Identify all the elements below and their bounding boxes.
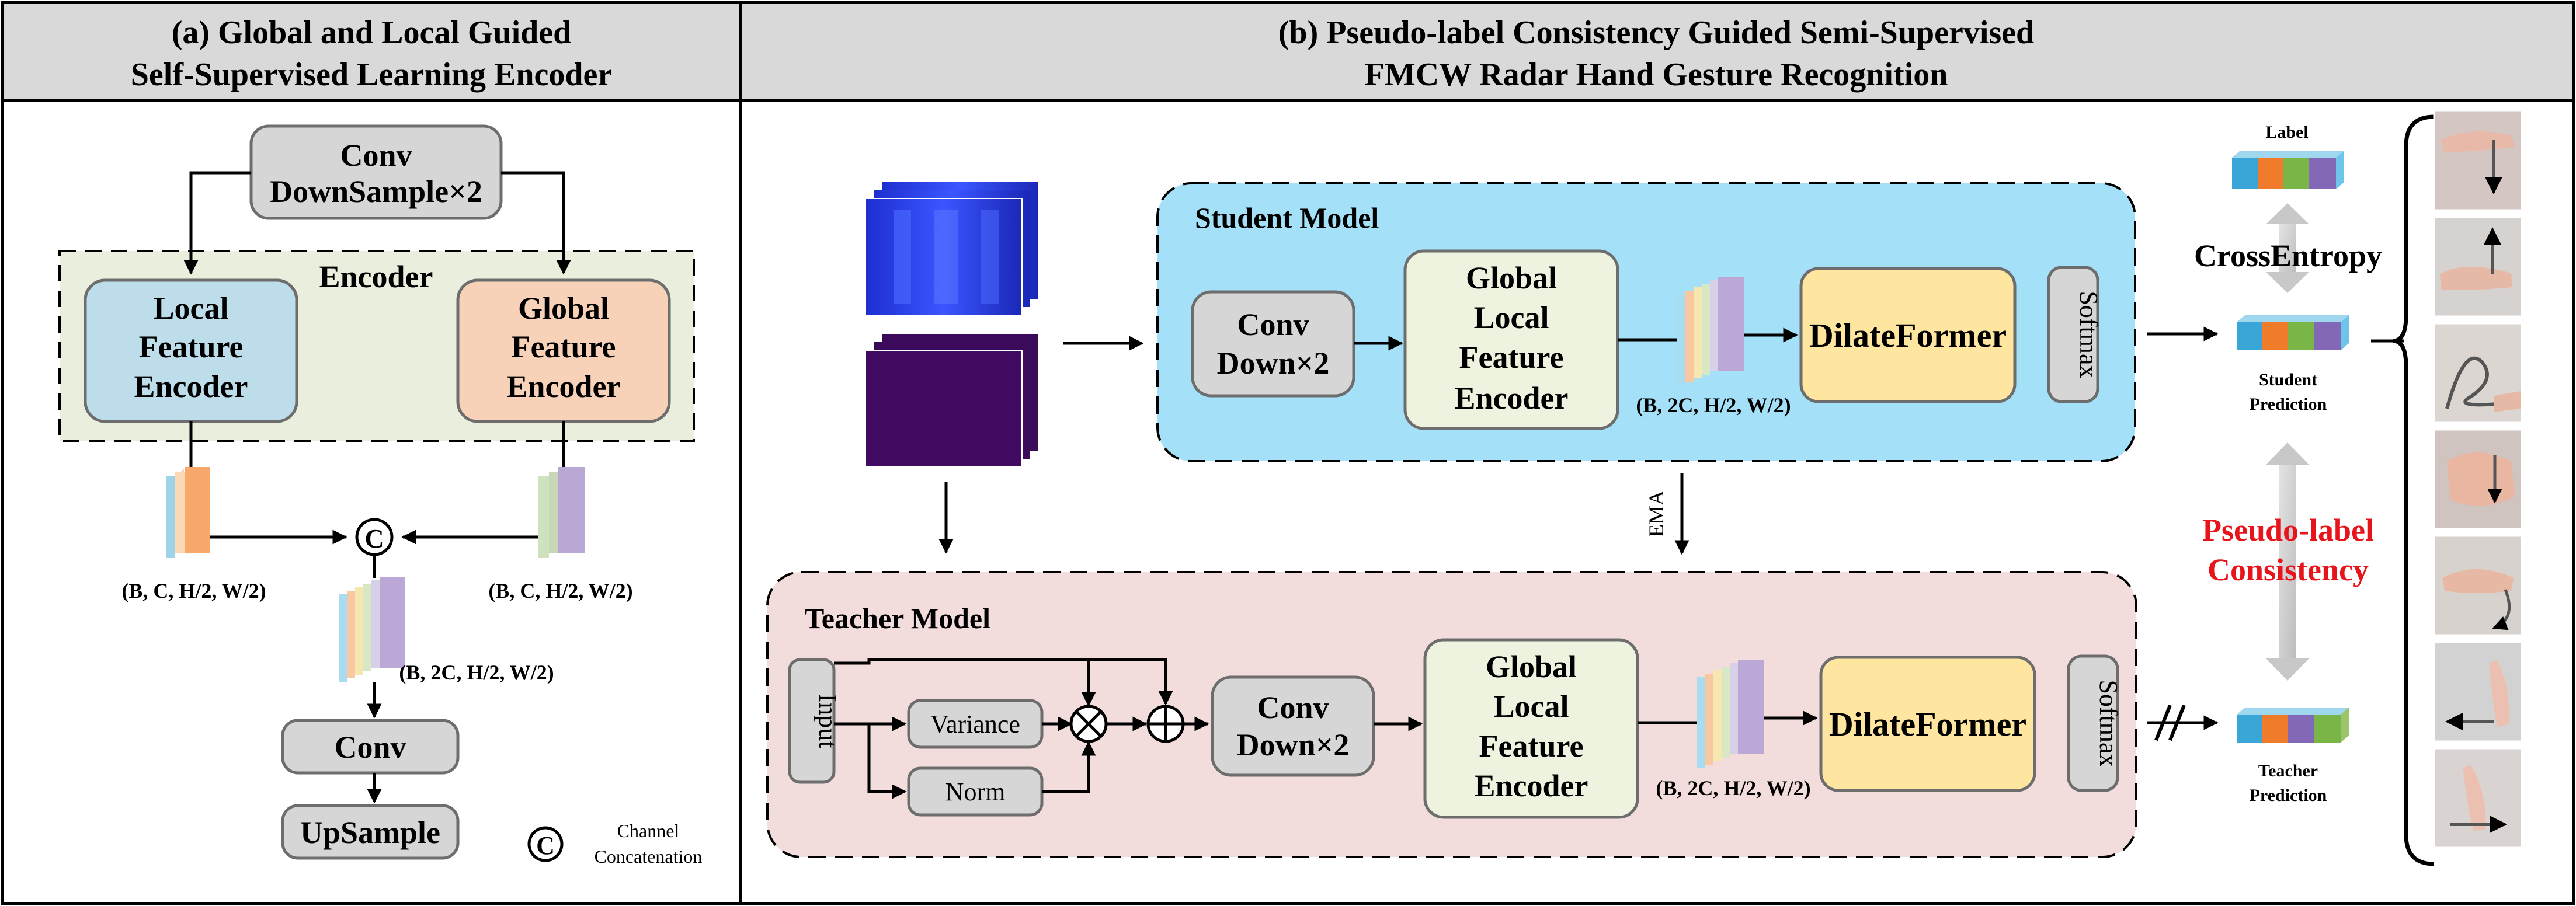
- input-to-norm: [867, 724, 907, 799]
- teacher-prediction-line2: Prediction: [2250, 786, 2327, 805]
- panel-b-title-line1: (b) Pseudo-label Consistency Guided Semi…: [1278, 15, 2034, 51]
- student-encoder-line4: Encoder: [1455, 381, 1569, 416]
- legend-symbol: C: [536, 831, 555, 860]
- local-encoder-line1: Local: [154, 291, 229, 326]
- teacher-input: [788, 658, 836, 784]
- student-encoder-line1: Global: [1466, 260, 1557, 295]
- panel-b-title-line2: FMCW Radar Hand Gesture Recognition: [1365, 57, 1948, 93]
- student-dilateformer-label: DilateFormer: [1809, 316, 2007, 354]
- arrow-to-global: [501, 171, 571, 275]
- teacher-dilateformer: [1819, 656, 2036, 792]
- conv-block: [281, 719, 460, 775]
- student-prediction-line2: Prediction: [2250, 395, 2327, 414]
- pseudo-label-line2: Consistency: [2207, 552, 2369, 587]
- legend-text-line2: Concatenation: [595, 846, 703, 867]
- gesture-1: [2433, 110, 2523, 211]
- conv-downsample-line1: Conv: [340, 138, 412, 173]
- teacher-conv-down: [1211, 675, 1375, 777]
- input-top-bypass: [834, 658, 1173, 706]
- gesture-images: [2433, 110, 2523, 849]
- concat-feature-stack: [339, 577, 405, 682]
- multiply-operator: [1069, 705, 1108, 743]
- gesture-6: [2433, 641, 2523, 743]
- radar-angle-image: [865, 334, 1038, 468]
- student-encoder-line3: Feature: [1459, 340, 1564, 375]
- add-operator: [1146, 705, 1185, 743]
- gesture-brace: [2393, 114, 2435, 866]
- teacher-prediction-stack: [2237, 708, 2349, 743]
- teacher-input-label: Input: [814, 694, 842, 748]
- student-shape-feat: (B, 2C, H/2, W/2): [1636, 393, 1791, 417]
- global-encoder-line2: Feature: [512, 329, 616, 364]
- stop-gradient-icon: [2154, 704, 2186, 741]
- encoder-label: Encoder: [319, 259, 433, 294]
- shape-global: (B, C, H/2, W/2): [488, 579, 632, 602]
- teacher-encoder-line3: Feature: [1479, 729, 1584, 764]
- student-softmax-label: Softmax: [2074, 291, 2103, 378]
- local-feature-stack: [165, 465, 210, 560]
- pseudo-label-line1: Pseudo-label: [2202, 513, 2374, 548]
- student-conv-line2: Down×2: [1217, 346, 1330, 381]
- student-model-label: Student Model: [1195, 201, 1379, 234]
- label-stack-icon: [2232, 151, 2344, 189]
- student-conv-line1: Conv: [1237, 307, 1309, 342]
- student-prediction-stack: [2237, 315, 2349, 350]
- legend-concat-icon: [527, 826, 564, 862]
- teacher-shape-feat: (B, 2C, H/2, W/2): [1656, 776, 1810, 800]
- teacher-encoder-line2: Local: [1494, 689, 1569, 724]
- label-text: Label: [2265, 123, 2308, 142]
- teacher-conv-line2: Down×2: [1237, 727, 1350, 762]
- teacher-gl-encoder: [1423, 638, 1639, 819]
- student-prediction-line1: Student: [2259, 370, 2317, 389]
- cross-entropy-label: CrossEntropy: [2194, 238, 2382, 273]
- student-softmax: [2047, 266, 2099, 403]
- header-bar: [1, 1, 2575, 102]
- teacher-softmax: [2067, 654, 2119, 792]
- teacher-model-label: Teacher Model: [805, 602, 990, 635]
- global-feature-stack: [538, 467, 585, 558]
- upsample-block: [281, 804, 460, 860]
- student-dilateformer: [1799, 267, 2017, 403]
- norm-label: Norm: [945, 778, 1006, 806]
- local-encoder-line2: Feature: [139, 329, 244, 364]
- pseudo-label-arrow: [2266, 442, 2309, 681]
- shape-local: (B, C, H/2, W/2): [121, 579, 266, 602]
- shape-concat: (B, 2C, H/2, W/2): [399, 661, 554, 684]
- legend-text-line1: Channel: [617, 820, 680, 841]
- radar-doppler-image: [865, 182, 1038, 316]
- panel-a-title-line2: Self-Supervised Learning Encoder: [131, 57, 612, 93]
- teacher-dilateformer-label: DilateFormer: [1829, 705, 2026, 743]
- ema-label: EMA: [1645, 490, 1668, 537]
- conv-label: Conv: [334, 730, 406, 765]
- teacher-prediction-line1: Teacher: [2258, 761, 2318, 780]
- teacher-feature-stack: [1697, 660, 1764, 768]
- local-encoder-line3: Encoder: [134, 369, 248, 404]
- teacher-conv-line1: Conv: [1257, 690, 1329, 725]
- arrow-to-local: [183, 171, 251, 275]
- student-feature-stack: [1677, 277, 1744, 385]
- cross-entropy-arrow: [2266, 203, 2309, 293]
- student-encoder-line2: Local: [1474, 300, 1549, 335]
- concat-symbol: C: [364, 524, 384, 553]
- upsample-label: UpSample: [300, 815, 440, 850]
- global-encoder-line1: Global: [518, 291, 609, 326]
- global-encoder-line3: Encoder: [507, 369, 621, 404]
- teacher-encoder-line1: Global: [1486, 649, 1577, 684]
- variance-label: Variance: [930, 710, 1020, 738]
- panel-a-title-line1: (a) Global and Local Guided: [172, 15, 572, 51]
- gesture-2: [2433, 216, 2523, 318]
- teacher-softmax-label: Softmax: [2094, 680, 2123, 766]
- norm-to-multiply: [1042, 741, 1096, 793]
- conv-downsample-line2: DownSample×2: [270, 174, 482, 209]
- teacher-encoder-line4: Encoder: [1475, 768, 1588, 803]
